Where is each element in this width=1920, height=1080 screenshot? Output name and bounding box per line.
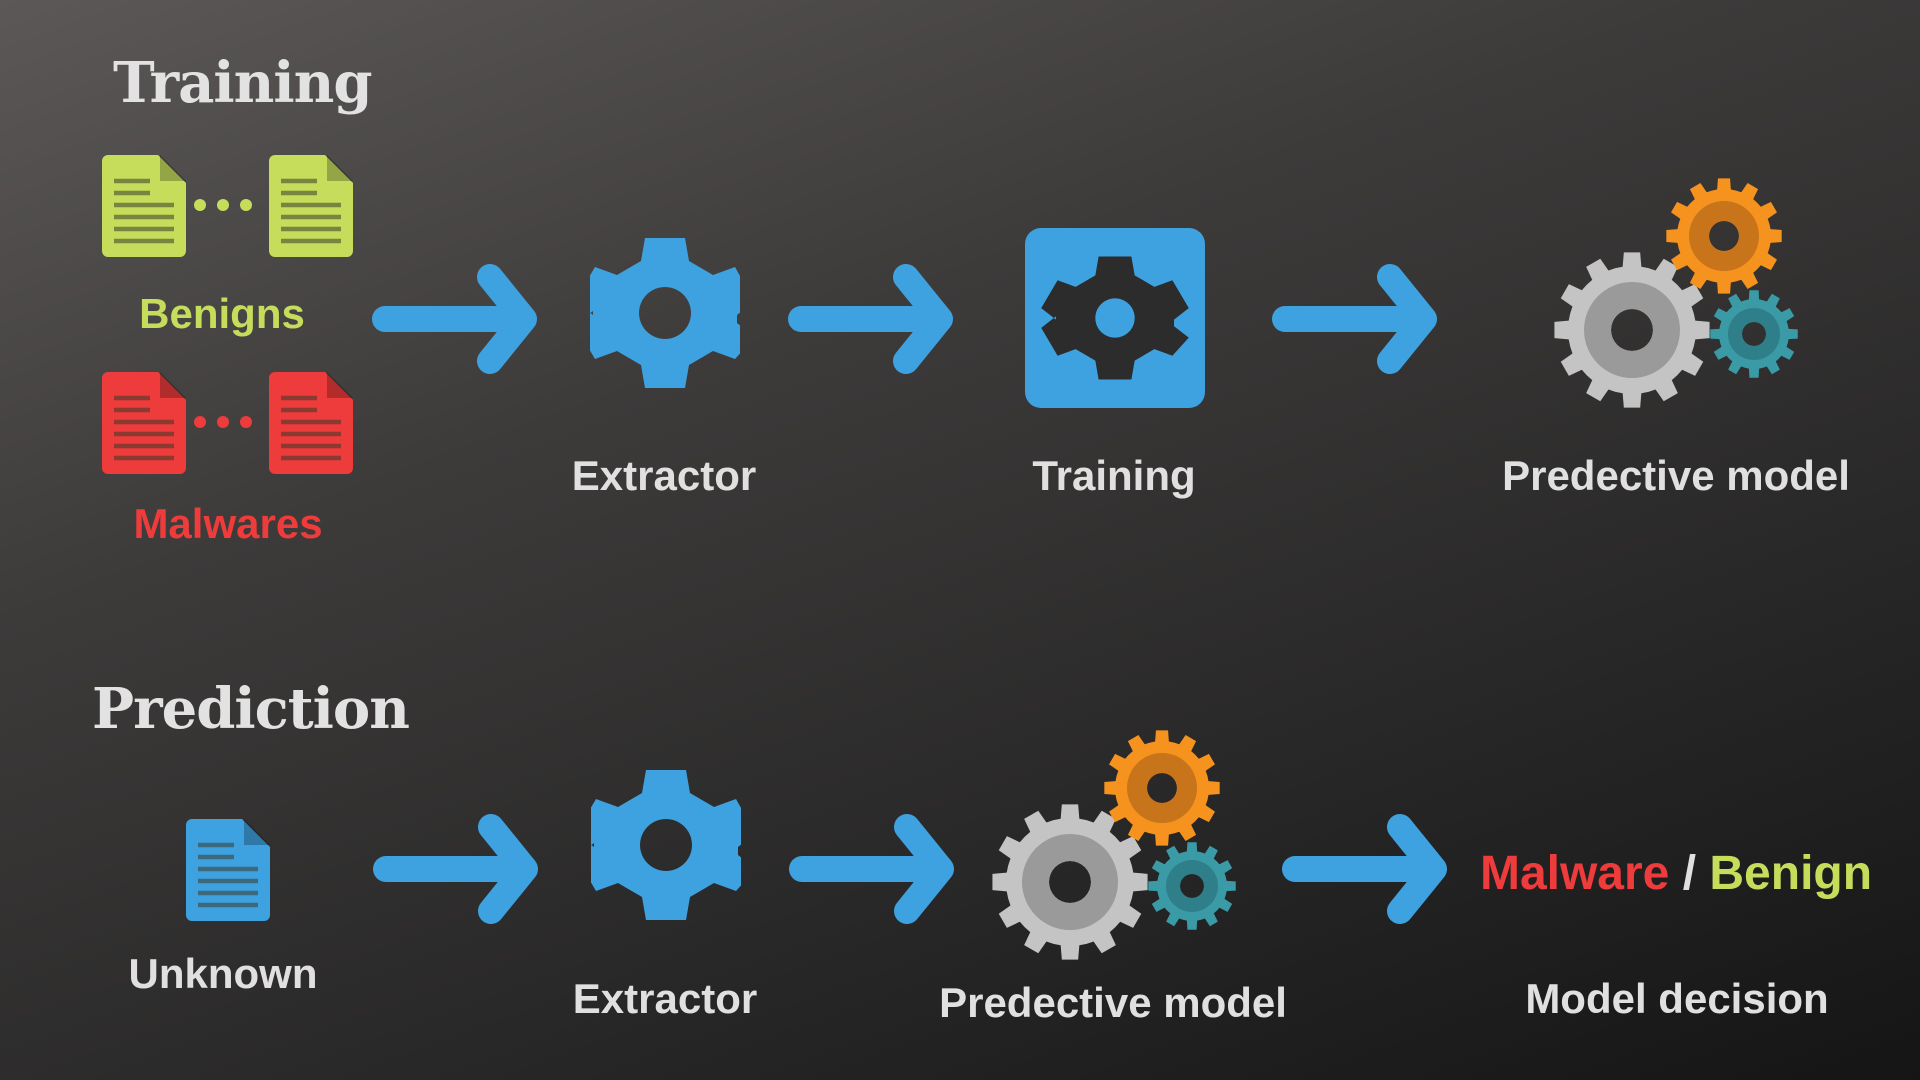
- prediction-extractor-label: Extractor: [572, 975, 758, 1022]
- model-decision-output: Malware / Benign: [1480, 846, 1872, 901]
- gear-hub: [1689, 201, 1759, 271]
- prediction-heading: Prediction: [92, 676, 410, 742]
- gear-hub: [1166, 860, 1218, 912]
- gear-hub: [1584, 282, 1680, 378]
- decision-malware: Malware: [1479, 847, 1670, 900]
- decision-separator: /: [1669, 847, 1710, 900]
- training-step-label: Training: [1032, 452, 1196, 499]
- arrow-right-icon: [1272, 264, 1442, 374]
- benign-document-icon: [269, 155, 353, 257]
- gear-icon: [992, 804, 1148, 960]
- arrow-right-icon: [1282, 814, 1452, 924]
- extractor-gear-icon: [590, 238, 740, 388]
- gear-icon: [1148, 842, 1236, 930]
- gears-cluster-icon: [1554, 178, 1798, 408]
- gear-icon: [1710, 290, 1798, 378]
- benign-document-icon: [102, 155, 186, 257]
- arrow-right-icon: [788, 264, 958, 374]
- gears-cluster-icon: [992, 730, 1236, 960]
- model-decision-label: Model decision: [1525, 975, 1829, 1022]
- ellipsis-icon: [194, 416, 252, 428]
- training-box-icon: [1025, 228, 1205, 408]
- arrow-right-icon: [372, 264, 542, 374]
- training-model-label: Predective model: [1502, 452, 1850, 499]
- malware-document-icon: [269, 372, 353, 474]
- malware-document-icon: [102, 372, 186, 474]
- training-extractor-label: Extractor: [571, 452, 757, 499]
- gear-icon: [1554, 252, 1710, 408]
- gear-hub: [1022, 834, 1118, 930]
- prediction-model-label: Predective model: [939, 979, 1287, 1026]
- gear-hub: [1728, 308, 1780, 360]
- arrow-right-icon: [373, 814, 543, 924]
- malware-label: Malwares: [133, 500, 323, 547]
- unknown-document-icon: [186, 819, 270, 921]
- arrow-right-icon: [789, 814, 959, 924]
- unknown-label: Unknown: [128, 950, 318, 997]
- gear-icon: [1104, 730, 1220, 846]
- ellipsis-icon: [194, 199, 252, 211]
- benign-label: Benigns: [139, 290, 305, 337]
- decision-benign: Benign: [1709, 847, 1873, 900]
- gear-icon: [1666, 178, 1782, 294]
- gear-hub: [1127, 753, 1197, 823]
- training-heading: Training: [113, 50, 373, 116]
- extractor-gear-icon: [591, 770, 741, 920]
